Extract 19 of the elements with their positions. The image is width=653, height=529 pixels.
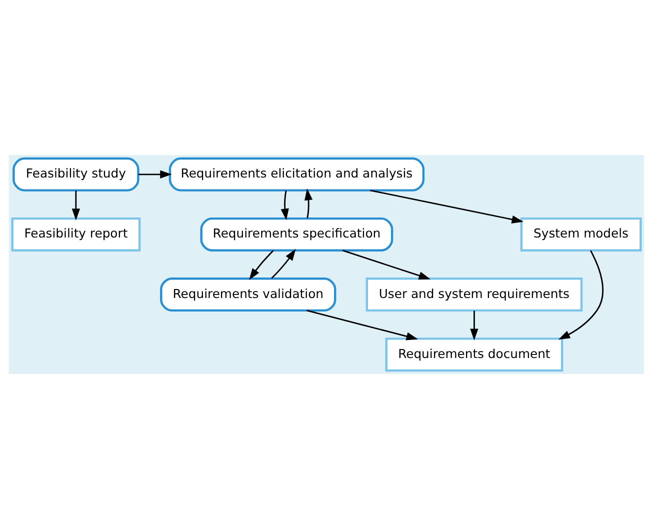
arrow xyxy=(370,190,524,224)
arrow xyxy=(138,170,172,179)
node-box: Requirements document xyxy=(385,338,564,372)
node-box: Requirements elicitation and analysis xyxy=(168,157,425,192)
arrow xyxy=(342,250,430,280)
arrow xyxy=(280,190,289,220)
arrow xyxy=(470,310,478,340)
node-box: Feasibility report xyxy=(11,217,141,252)
node-box: Requirements validation xyxy=(160,278,336,312)
node-box: Feasibility study xyxy=(12,157,140,192)
node-box: Requirements specification xyxy=(200,217,394,252)
node-box: User and system requirements xyxy=(366,278,583,312)
node-box: System models xyxy=(520,217,642,252)
arrow xyxy=(304,188,313,218)
arrow xyxy=(558,250,604,340)
arrow xyxy=(306,310,418,340)
arrow xyxy=(72,190,80,220)
arrow xyxy=(271,248,296,279)
arrow xyxy=(249,250,274,280)
